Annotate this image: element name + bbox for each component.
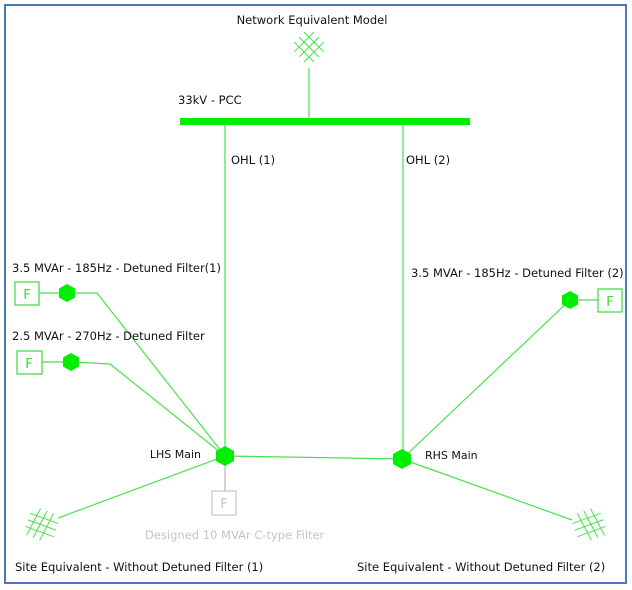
network-grid-icon[interactable] bbox=[289, 27, 329, 67]
site-1-grid-icon[interactable] bbox=[23, 506, 61, 544]
site-2-label: Site Equivalent - Without Detuned Filter… bbox=[357, 560, 605, 574]
filter-1-symbol: F bbox=[23, 288, 30, 303]
rhs-main-label: RHS Main bbox=[425, 449, 478, 462]
filter-3-symbol: F bbox=[606, 295, 613, 310]
filter-2-node[interactable] bbox=[63, 353, 79, 371]
ohl-2-label: OHL (2) bbox=[406, 153, 450, 167]
filter-2-line[interactable] bbox=[42, 361, 226, 457]
filter-3-line[interactable] bbox=[401, 299, 598, 460]
ctype-filter-box[interactable] bbox=[211, 490, 237, 516]
rhs-main-node[interactable] bbox=[393, 449, 411, 469]
filter-1-line[interactable] bbox=[39, 292, 226, 457]
lhs-rhs-link[interactable] bbox=[224, 455, 403, 460]
lhs-main-node[interactable] bbox=[216, 446, 234, 466]
frame-border bbox=[4, 4, 627, 584]
site-2-grid-icon[interactable] bbox=[570, 506, 608, 544]
filter-3-label: 3.5 MVAr - 185Hz - Detuned Filter (2) bbox=[411, 266, 624, 280]
ohl-1-label: OHL (1) bbox=[231, 153, 275, 167]
pcc-busbar[interactable] bbox=[180, 118, 470, 125]
filter-2-label: 2.5 MVAr - 270Hz - Detuned Filter bbox=[12, 329, 205, 343]
site-1-label: Site Equivalent - Without Detuned Filter… bbox=[15, 560, 263, 574]
filter-1-node[interactable] bbox=[59, 284, 75, 302]
network-equivalent-label: Network Equivalent Model bbox=[237, 13, 388, 27]
busbar-label: 33kV - PCC bbox=[178, 93, 242, 107]
filter-3-node[interactable] bbox=[562, 291, 578, 309]
lhs-main-label: LHS Main bbox=[150, 448, 201, 461]
filter-2-symbol: F bbox=[25, 357, 32, 372]
filter-3-box[interactable] bbox=[597, 288, 623, 313]
ctype-filter-label: Designed 10 MVAr C-type Filter bbox=[145, 528, 325, 542]
site-1-line[interactable] bbox=[57, 455, 226, 519]
ctype-filter-symbol: F bbox=[220, 497, 227, 512]
site-2-line[interactable] bbox=[401, 458, 573, 521]
filter-2-box[interactable] bbox=[16, 350, 43, 375]
filter-1-box[interactable] bbox=[14, 281, 40, 306]
filter-1-label: 3.5 MVAr - 185Hz - Detuned Filter(1) bbox=[12, 261, 221, 275]
